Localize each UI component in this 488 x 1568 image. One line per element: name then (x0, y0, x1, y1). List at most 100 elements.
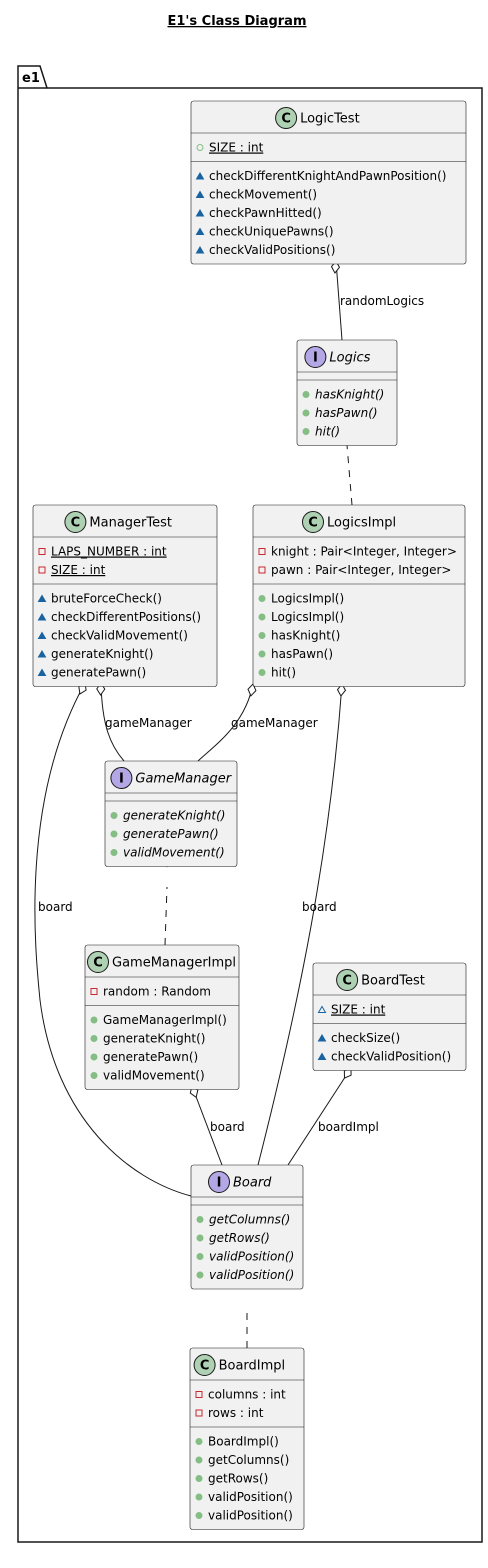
class-box (190, 100, 467, 265)
class-name: LogicsImpl (327, 516, 396, 531)
package-visibility-icon (37, 668, 47, 676)
public-visibility-icon (195, 1493, 203, 1501)
package-visibility-icon (195, 190, 205, 198)
package-visibility-icon (37, 650, 47, 658)
private-visibility-icon (38, 566, 46, 574)
public-visibility-icon (196, 1271, 204, 1279)
field-text: SIZE : int (331, 1003, 386, 1017)
public-visibility-icon (90, 1072, 98, 1079)
method-text: generatePawn() (103, 1050, 198, 1064)
public-visibility-icon (258, 650, 266, 658)
field-text: knight : Pair<Integer, Integer> (271, 545, 457, 559)
method-text: checkDifferentPositions() (51, 610, 201, 624)
method-text: checkDifferentKnightAndPawnPosition() (209, 169, 446, 183)
method-text: BoardImpl() (208, 1435, 279, 1449)
badge-letter-icon: C (281, 112, 291, 127)
realization-line (346, 444, 353, 506)
field-text: SIZE : int (51, 563, 106, 577)
method-text: hit() (315, 425, 340, 439)
public-visibility-icon (195, 1456, 203, 1464)
class-box (189, 1347, 305, 1530)
method-text: generatePawn() (123, 827, 219, 841)
package-visibility-icon (37, 594, 47, 602)
method-text: getColumns() (209, 1213, 290, 1227)
relation-label: board (302, 900, 337, 914)
method-text: hasKnight() (271, 629, 340, 643)
method-text: checkSize() (331, 1031, 400, 1045)
badge-letter-icon: I (119, 772, 124, 787)
method-text: generateKnight() (103, 1032, 205, 1046)
method-text: checkValidPositions() (209, 243, 335, 257)
field-text: rows : int (208, 1406, 264, 1420)
class-box (190, 1164, 304, 1290)
relation-label: randomLogics (340, 294, 424, 308)
field-text: pawn : Pair<Integer, Integer> (271, 563, 451, 577)
badge-letter-icon: C (308, 516, 318, 531)
method-text: checkPawnHitted() (209, 206, 322, 220)
relation-label: gameManager (105, 716, 192, 730)
class-badge-icon (87, 951, 109, 973)
class-name: ManagerTest (89, 516, 172, 531)
class-badge-icon (336, 969, 359, 991)
private-visibility-icon (38, 548, 46, 555)
logicsimpl-class[interactable]: C LogicsImpl knight : Pair<Integer, Intege… (252, 504, 466, 687)
badge-letter-icon: I (313, 351, 318, 366)
field-text: random : Random (103, 985, 211, 999)
method-text: generateKnight() (51, 647, 153, 661)
package-name: e1 (22, 71, 40, 86)
class-name: BoardTest (361, 974, 425, 989)
public-visibility-icon (90, 1016, 98, 1024)
aggregation-diamond-icon (247, 683, 257, 697)
package-visibility-icon (195, 227, 205, 235)
public-visibility-icon (110, 830, 118, 838)
public-visibility-icon (196, 1234, 204, 1242)
public-visibility-icon (258, 669, 266, 676)
package-visibility-icon (37, 613, 47, 621)
method-text: checkValidMovement() (51, 629, 188, 643)
public-visibility-icon (258, 595, 266, 602)
class-badge-icon (64, 511, 87, 533)
package-visibility-icon (195, 172, 205, 180)
badge-letter-icon: I (217, 1176, 222, 1191)
method-text: LogicsImpl() (271, 610, 344, 624)
relation-managertest-board: board (34, 682, 192, 1197)
class-name: Board (233, 1176, 272, 1191)
method-text: hasPawn() (271, 647, 333, 661)
method-text: checkValidPosition() (331, 1050, 451, 1064)
aggregation-line (257, 683, 343, 1166)
field-text: LAPS_NUMBER : int (51, 545, 167, 559)
relation-gamemanagerimpl-board: board (189, 1085, 245, 1166)
method-text: checkUniquePawns() (209, 225, 334, 239)
aggregation-line (287, 1067, 352, 1166)
relation-label: boardImpl (318, 1120, 379, 1134)
method-text: getRows() (209, 1231, 270, 1245)
method-text: hasPawn() (315, 406, 378, 420)
public-visibility-icon (196, 144, 204, 151)
class-badge-icon (302, 511, 324, 533)
method-text: LogicsImpl() (271, 592, 344, 606)
interface-badge-icon (208, 1171, 230, 1193)
field-text: SIZE : int (209, 141, 264, 155)
relation-boardtest-board: boardImpl (287, 1067, 379, 1166)
relations: randomLogicsgameManagerboardgameManagerb… (34, 260, 424, 1348)
method-text: hit() (271, 666, 296, 680)
public-visibility-icon (110, 849, 118, 856)
private-visibility-icon (90, 988, 98, 995)
private-visibility-icon (258, 548, 266, 555)
public-visibility-icon (196, 1216, 204, 1223)
relation-logicsimpl-gamemanager: gameManager (197, 683, 318, 762)
class-box (296, 339, 398, 446)
class-box (32, 504, 218, 687)
package-visibility-icon (317, 1005, 327, 1013)
class-badge-icon (193, 1354, 216, 1376)
relation-managertest-gamemanager: gameManager (96, 682, 192, 762)
